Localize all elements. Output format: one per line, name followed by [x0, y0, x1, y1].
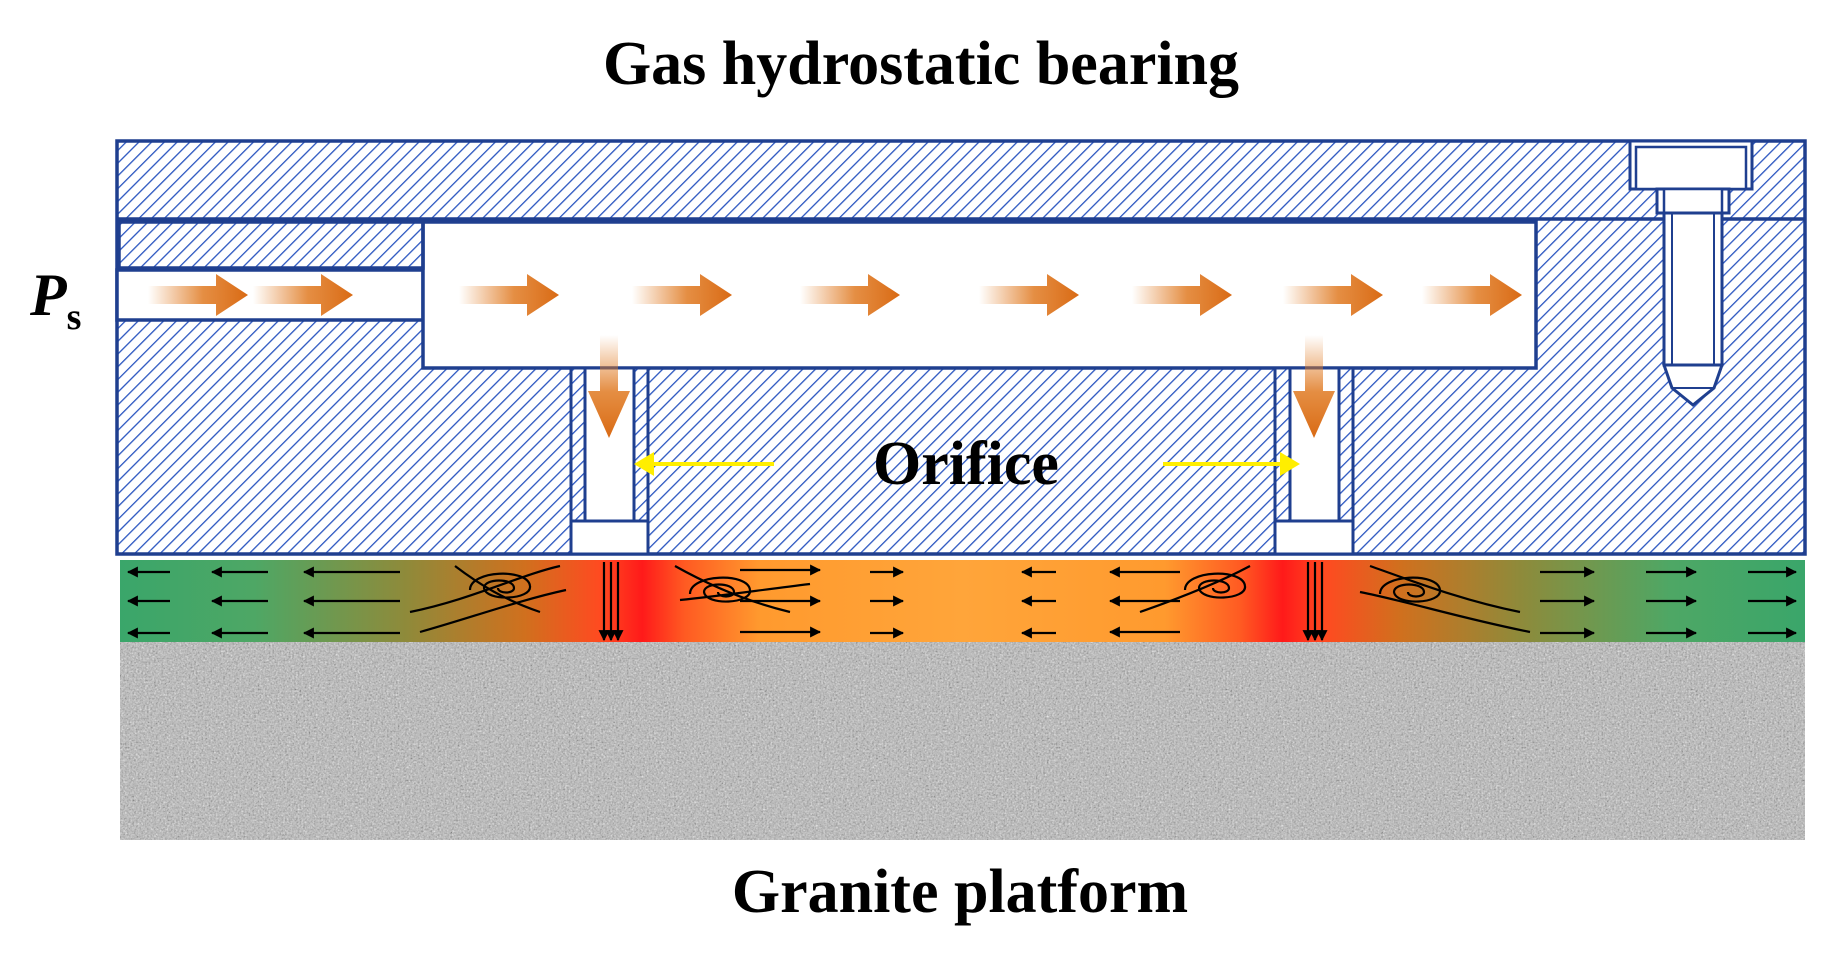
orange-gradient-arrow-icon	[800, 274, 900, 316]
streamline-curve	[674, 565, 791, 614]
streamline-curve	[1369, 564, 1521, 614]
vortex-swirl-icon	[688, 576, 752, 603]
platform-label: Granite platform	[732, 858, 1188, 926]
supply-flow-arrows	[148, 274, 1522, 438]
pressure-symbol: P	[29, 262, 68, 328]
pressure-subscript: s	[67, 296, 82, 338]
orange-gradient-arrow-icon	[1283, 274, 1383, 316]
granite-platform	[120, 642, 1805, 840]
yellow-pointer-arrow-icon	[1163, 452, 1300, 476]
orange-gradient-arrow-icon	[148, 274, 248, 316]
streamline-curve	[419, 588, 567, 634]
orifice-label: Orifice	[873, 430, 1059, 498]
streamline-curve	[409, 564, 561, 614]
gas-film	[120, 560, 1805, 642]
orange-gradient-arrow-icon	[588, 335, 630, 438]
orange-gradient-arrow-icon	[1132, 274, 1232, 316]
bolt-icon	[1628, 139, 1754, 407]
vortex-swirl-icon	[1378, 576, 1442, 603]
orange-gradient-arrow-icon	[1422, 274, 1522, 316]
vortex-swirl-icon	[468, 572, 532, 599]
streamline-curve	[679, 582, 811, 602]
film-streamlines	[126, 562, 1798, 642]
streamline-curve	[454, 565, 541, 614]
streamline-curve	[1359, 590, 1531, 634]
supply-pressure-label: Ps	[29, 262, 81, 338]
orange-gradient-arrow-icon	[253, 274, 353, 316]
yellow-pointer-arrow-icon	[634, 452, 774, 476]
orange-gradient-arrow-icon	[632, 274, 732, 316]
orange-gradient-arrow-icon	[1293, 335, 1335, 438]
diagram-title: Gas hydrostatic bearing	[603, 30, 1239, 98]
orange-gradient-arrow-icon	[459, 274, 559, 316]
orange-gradient-arrow-icon	[979, 274, 1079, 316]
svg-text:Ps: Ps	[29, 262, 81, 338]
vortex-swirl-icon	[1183, 572, 1247, 599]
